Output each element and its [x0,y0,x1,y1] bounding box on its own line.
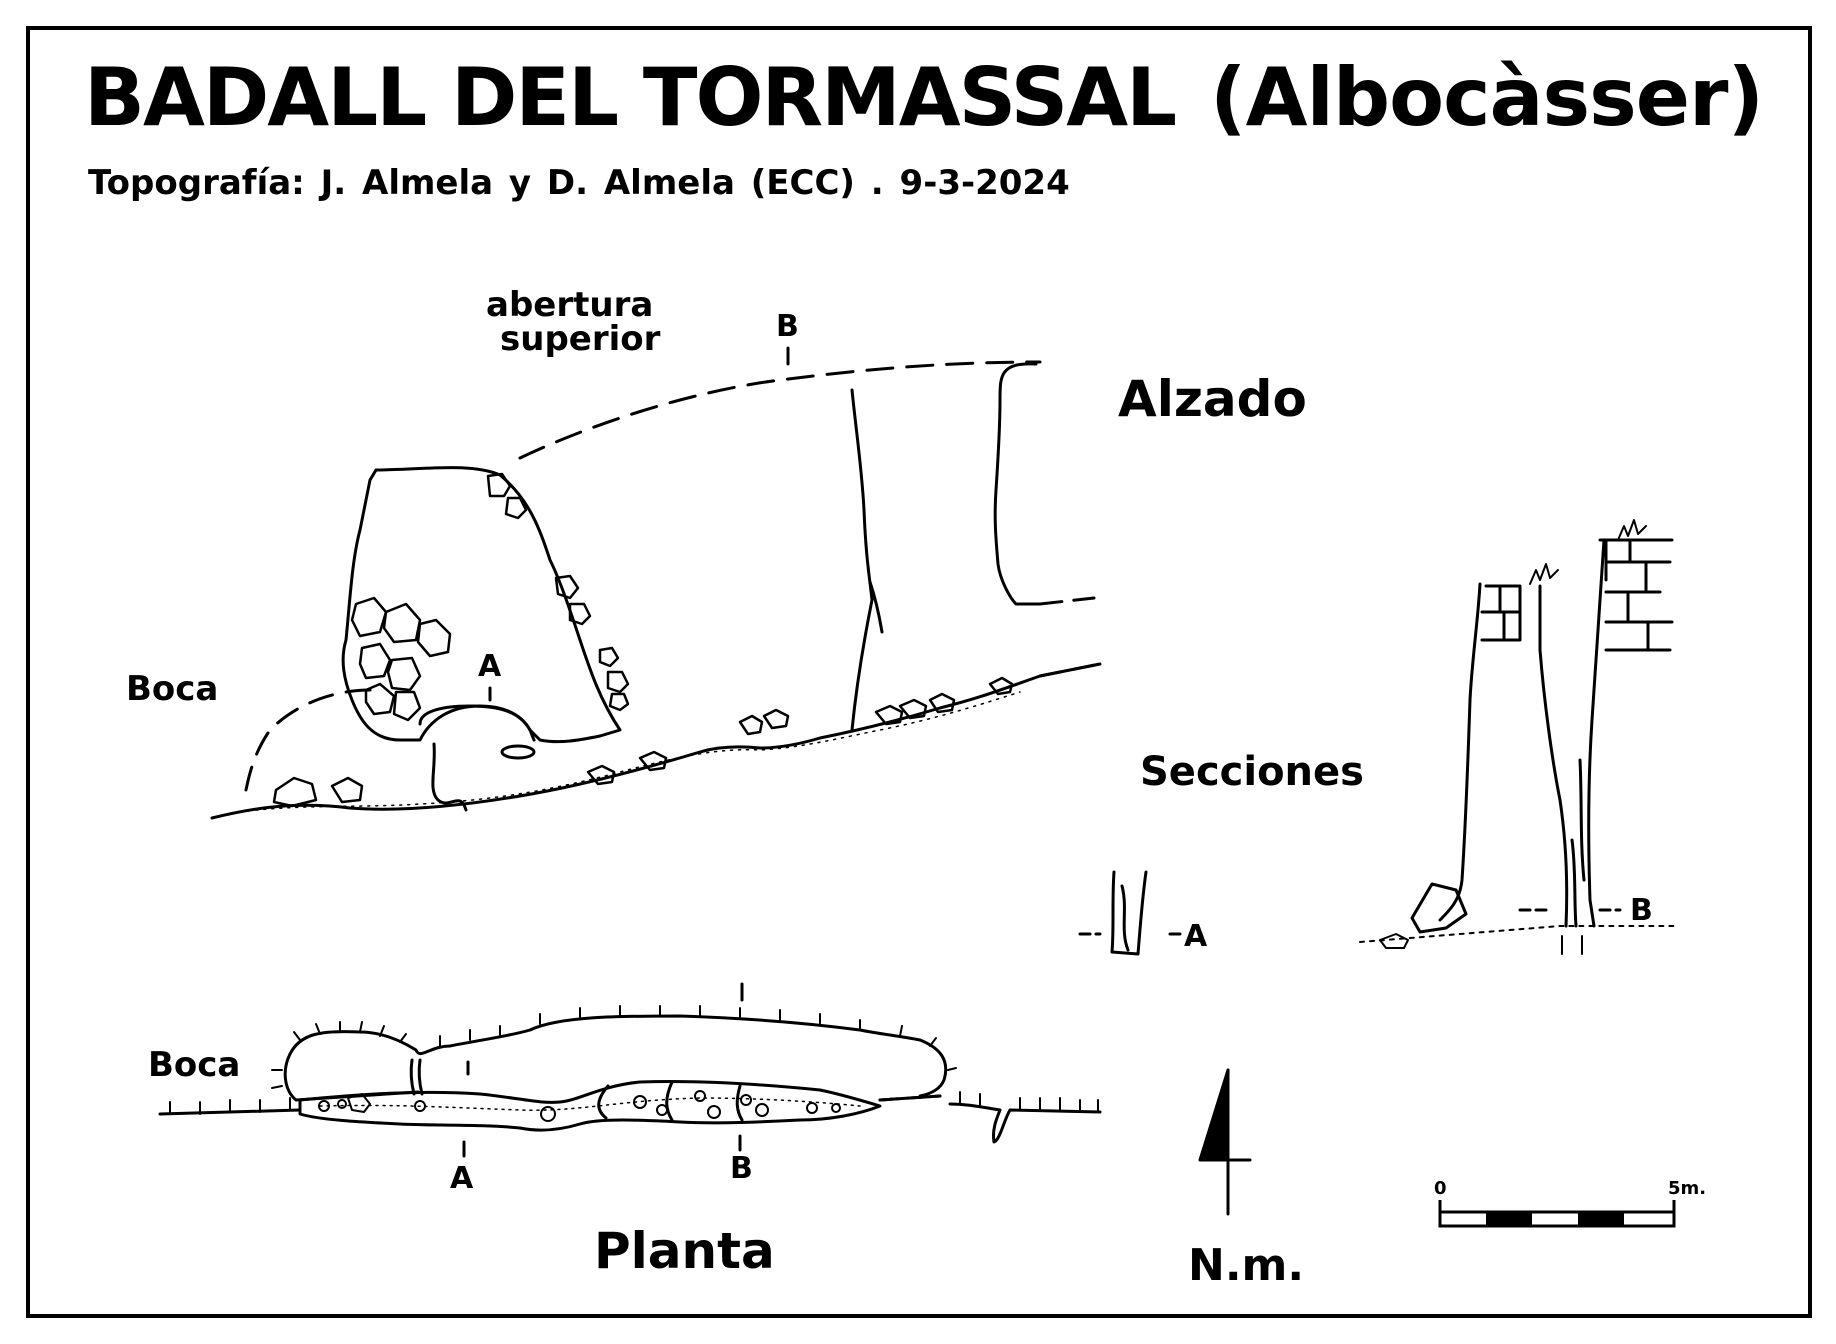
planta-plan [158,982,1102,1158]
scale-bar-segment-2 [1578,1212,1624,1226]
planta-entrance-label: Boca [148,1045,241,1085]
opening-label-line1: abertura [486,285,654,325]
planta-title: Planta [594,1222,775,1280]
opening-label-line2: superior [500,319,661,359]
alzado-elevation [210,346,1102,820]
municipality-name: (Albocàsser) [1210,51,1764,144]
alzado-fissure-1 [850,388,874,732]
seccion-a [1078,870,1188,956]
seccion-b [1359,519,1677,955]
planta-lower-passage [298,1079,882,1132]
scale-bar [1438,1200,1676,1228]
alzado-upper-opening-line [518,360,1042,460]
seccion-b-label: B [1630,893,1653,928]
cave-title: BADALL DEL TORMASSAL [84,51,1177,144]
alzado-title: Alzado [1118,370,1307,428]
alzado-entrance-dashed [244,688,372,792]
north-arrow-half [1198,1068,1230,1162]
north-arrow-label: N.m. [1188,1240,1305,1291]
alzado-fissure-2 [993,362,1042,606]
scale-bar-start-label: 0 [1434,1178,1447,1199]
alzado-chamber-outline [341,466,622,744]
north-arrow [1198,1068,1252,1216]
scale-bar-segment-1 [1486,1212,1532,1226]
seccion-a-label: A [1184,919,1208,954]
alzado-section-a-label: A [478,649,502,684]
secciones-title: Secciones [1140,749,1364,795]
map-frame [26,26,1812,1318]
planta-section-a-label: A [450,1161,474,1196]
planta-section-b-label: B [730,1151,753,1186]
alzado-floor-line [210,662,1102,820]
alzado-boulders [350,472,630,722]
alzado-entrance-label: Boca [126,669,219,709]
alzado-section-b-label: B [776,309,799,344]
alzado-floor-boulders [272,676,1014,808]
survey-credits: Topografía: J. Almela y D. Almela (ECC) … [88,163,1070,203]
scale-bar-end-label: 5m. [1668,1178,1707,1199]
